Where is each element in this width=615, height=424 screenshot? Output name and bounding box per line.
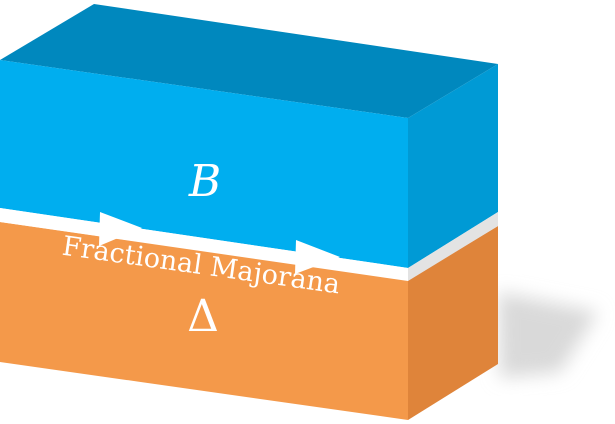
- edge-arrow-icon: [295, 240, 340, 274]
- bottom-layer-front: [0, 222, 408, 420]
- bottom-layer-side: [408, 226, 498, 420]
- block-shadow: [498, 292, 598, 378]
- edge-arrow-icon: [99, 212, 142, 246]
- top-layer-side: [408, 64, 498, 268]
- top-layer-top: [0, 4, 498, 118]
- top-layer-label: B: [188, 156, 221, 207]
- interface-stripe-side: [408, 212, 498, 281]
- bottom-layer-label: Δ: [187, 291, 219, 342]
